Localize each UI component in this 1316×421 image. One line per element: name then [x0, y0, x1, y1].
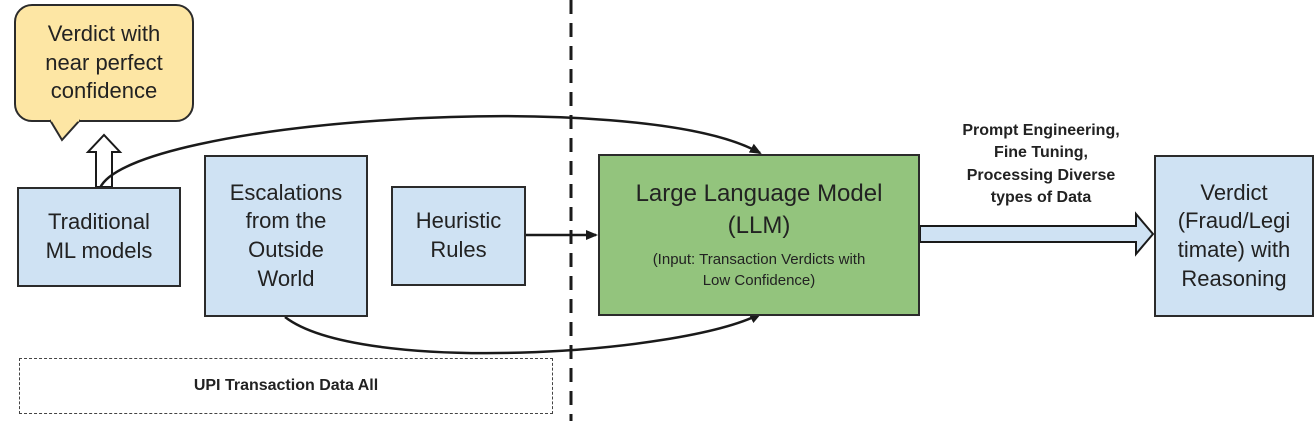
final-verdict-label: Verdict (Fraud/Legi timate) with Reasoni… — [1177, 179, 1291, 291]
verdict-confidence-note: Verdict with near perfect confidence — [14, 4, 194, 122]
escalations-box: Escalations from the Outside World — [204, 155, 368, 317]
hollow-arrow-llm-to-verdict — [919, 211, 1155, 257]
prompt-engineering-label: Prompt Engineering, Fine Tuning, Process… — [962, 122, 1120, 207]
heuristic-rules-box: Heuristic Rules — [391, 186, 526, 286]
curve-ml-to-llm — [98, 115, 762, 189]
upi-transaction-data-box: UPI Transaction Data All — [19, 358, 553, 414]
llm-box: Large Language Model (LLM) (Input: Trans… — [598, 154, 920, 316]
escalations-label: Escalations from the Outside World — [229, 179, 343, 291]
traditional-ml-label: Traditional ML models — [45, 209, 153, 263]
final-verdict-box: Verdict (Fraud/Legi timate) with Reasoni… — [1154, 155, 1314, 317]
heuristic-rules-label: Heuristic Rules — [415, 208, 502, 262]
verdict-confidence-text: Verdict with near perfect confidence — [45, 21, 163, 104]
traditional-ml-box: Traditional ML models — [17, 187, 181, 287]
hollow-up-arrow — [85, 133, 123, 188]
llm-input-note: (Input: Transaction Verdicts with Low Co… — [652, 250, 866, 290]
llm-title: Large Language Model (LLM) — [635, 179, 883, 240]
upi-transaction-data-label: UPI Transaction Data All — [193, 376, 379, 394]
curve-escalations-to-llm — [284, 312, 762, 355]
